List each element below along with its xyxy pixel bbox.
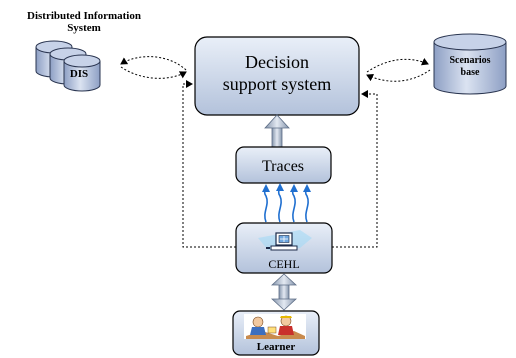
cehl-left-feedback-connector — [182, 80, 236, 248]
learner-illustration-icon — [244, 314, 306, 339]
cehl-learner-arrow — [270, 273, 298, 311]
dss-scenarios-curved-arrows — [366, 57, 431, 82]
dss-label-line-2: support system — [223, 74, 332, 94]
dis-database-icon — [35, 40, 101, 92]
dis-title-line-1: Distributed Information — [27, 10, 141, 22]
learner-label: Learner — [257, 341, 296, 353]
cehl-label: CEHL — [268, 257, 299, 271]
cehl-to-traces-arrows — [261, 183, 311, 223]
traces-box — [235, 146, 332, 184]
traces-to-dss-arrow — [264, 114, 290, 148]
scenarios-label-line-2: base — [461, 67, 480, 78]
cehl-right-feedback-connector — [332, 90, 378, 248]
dis-title-line-2: System — [67, 22, 101, 34]
traces-label: Traces — [262, 158, 304, 175]
dss-dis-curved-arrows — [120, 56, 187, 79]
scenarios-database-icon — [433, 33, 507, 95]
scenarios-label-line-1: Scenarios — [449, 55, 490, 66]
dis-label: DIS — [70, 68, 88, 80]
dis-title: Distributed Information System — [4, 10, 164, 34]
computer-icon — [258, 230, 312, 251]
dss-label-line-1: Decision — [245, 52, 309, 72]
